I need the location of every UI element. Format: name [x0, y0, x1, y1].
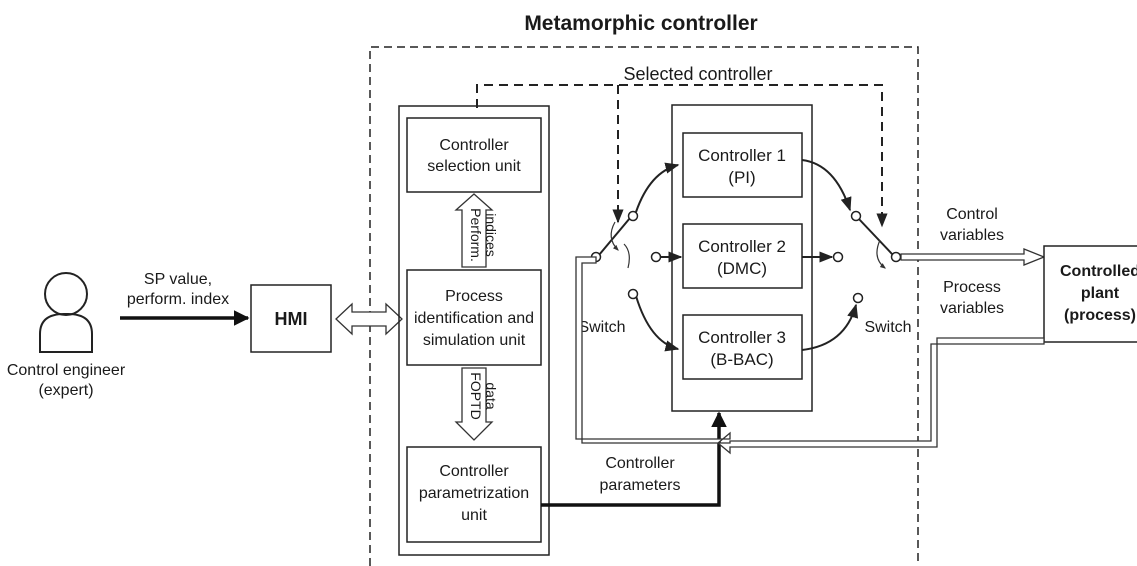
hmi-bidirectional-arrow — [335, 302, 403, 336]
perform-indices-line2: indices — [483, 213, 499, 257]
perform-indices-line1: Perform. — [468, 208, 484, 262]
right-switch-label: Switch — [864, 319, 911, 336]
left-switch-label: Switch — [578, 319, 625, 336]
parametrization-unit-line3: unit — [461, 507, 487, 524]
controller-1-box — [682, 132, 803, 198]
engineer-label-line1: Control engineer — [7, 362, 126, 379]
left-switch — [590, 162, 683, 352]
controller-parameters-line1: Controller — [605, 455, 675, 472]
controller-2-name: Controller 2 — [698, 237, 786, 256]
controller-2-type: (DMC) — [717, 259, 767, 278]
control-engineer-icon — [39, 272, 93, 353]
foptd-line2: data — [483, 382, 499, 409]
controlled-plant-box — [1043, 245, 1137, 343]
process-variables-line2: variables — [940, 300, 1004, 317]
identification-unit-line2: identification and — [414, 310, 534, 327]
identification-unit-line3: simulation unit — [423, 332, 526, 349]
identification-unit-line1: Process — [445, 288, 503, 305]
sp-label-line2: perform. index — [127, 291, 229, 308]
perform-indices-arrow — [454, 193, 494, 268]
foptd-data-arrow — [454, 367, 494, 441]
control-variables-arrow — [900, 248, 1046, 266]
metamorphic-boundary — [369, 46, 919, 566]
plant-line3: (process) — [1064, 307, 1136, 324]
controller-selection-unit — [406, 117, 542, 193]
process-variables-feedback — [575, 256, 1045, 455]
controller-3-box — [682, 314, 803, 380]
controller-1-name: Controller 1 — [698, 146, 786, 165]
control-variables-line1: Control — [946, 206, 998, 223]
parametrization-unit-line1: Controller — [439, 463, 509, 480]
controller-3-name: Controller 3 — [698, 328, 786, 347]
foptd-line1: FOPTD — [468, 372, 484, 419]
plant-line2: plant — [1081, 285, 1120, 302]
parametrization-unit-line2: parametrization — [419, 485, 529, 502]
selection-unit-line1: Controller — [439, 137, 509, 154]
hmi-box — [250, 284, 332, 353]
engineer-label-line2: (expert) — [38, 382, 93, 399]
controller-3-type: (B-BAC) — [710, 350, 773, 369]
controller-2-box — [682, 223, 803, 289]
plant-line1: Controlled — [1060, 263, 1137, 280]
selection-unit-line2: selection unit — [427, 158, 521, 175]
diagram-title: Metamorphic controller — [524, 12, 757, 35]
control-variables-line2: variables — [940, 227, 1004, 244]
process-variables-line1: Process — [943, 279, 1001, 296]
selected-controller-label: Selected controller — [623, 64, 772, 84]
selected-controller-line — [476, 84, 888, 228]
sp-label-line1: SP value, — [144, 271, 212, 288]
units-container — [398, 105, 550, 556]
controller-parameters-line2: parameters — [600, 477, 681, 494]
right-switch — [801, 159, 902, 351]
controller-parametrization-unit — [406, 446, 542, 543]
process-identification-unit — [406, 269, 542, 366]
controller-1-type: (PI) — [728, 168, 755, 187]
hmi-label: HMI — [275, 309, 308, 329]
